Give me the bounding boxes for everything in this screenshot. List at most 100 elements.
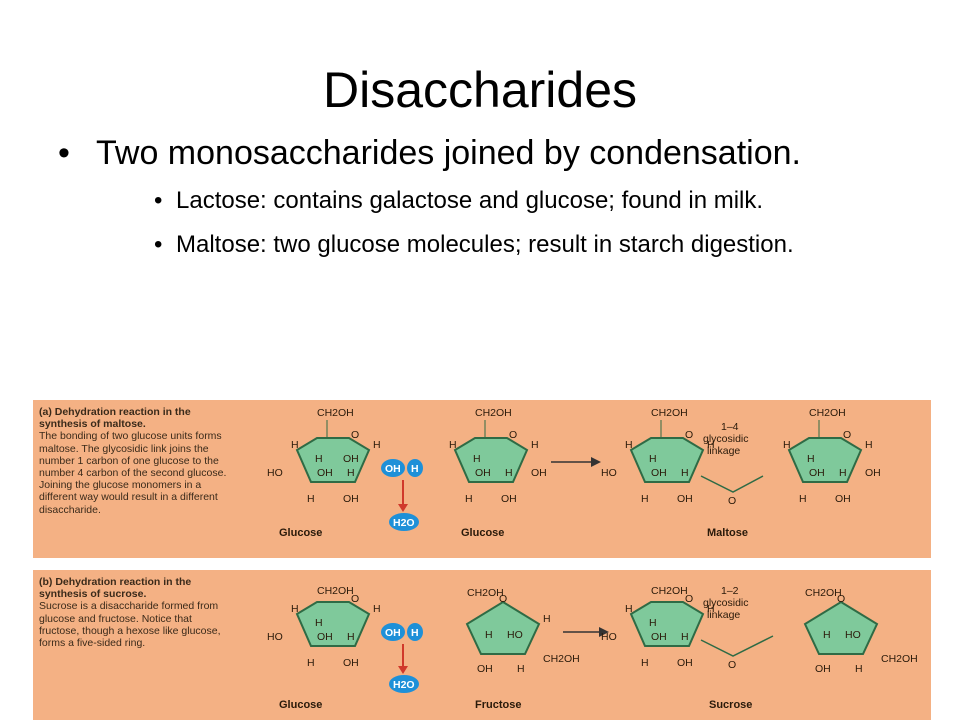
- svg-text:H: H: [707, 603, 715, 615]
- svg-text:O: O: [728, 659, 736, 671]
- svg-text:H: H: [823, 629, 831, 641]
- svg-text:H: H: [411, 463, 419, 475]
- svg-text:CH2OH: CH2OH: [651, 585, 688, 597]
- svg-text:H2O: H2O: [393, 679, 415, 691]
- svg-text:H: H: [307, 493, 315, 505]
- sucrose-caption-heading: (b) Dehydration reaction in the synthesi…: [39, 576, 192, 601]
- maltose-caption-heading: (a) Dehydration reaction in the synthesi…: [39, 406, 191, 431]
- svg-text:CH2OH: CH2OH: [809, 407, 846, 419]
- svg-text:H: H: [373, 603, 381, 615]
- svg-text:OH: OH: [385, 627, 401, 639]
- svg-text:OH: OH: [477, 663, 493, 675]
- svg-text:H: H: [543, 613, 551, 625]
- svg-text:OH: OH: [809, 467, 825, 479]
- svg-text:OH: OH: [475, 467, 491, 479]
- svg-text:OH: OH: [343, 657, 359, 669]
- svg-text:O: O: [499, 593, 507, 605]
- svg-text:CH2OH: CH2OH: [881, 653, 918, 665]
- svg-text:H: H: [681, 631, 689, 643]
- maltose-reaction-diagram: CH2OH O H H H OH OH H HO H OH OH H H2O: [267, 407, 881, 539]
- svg-text:HO: HO: [601, 467, 617, 479]
- svg-text:OH: OH: [815, 663, 831, 675]
- svg-text:H: H: [625, 439, 633, 451]
- glucose-ring-2: CH2OH O H H H OH H OH H OH: [449, 407, 547, 505]
- svg-text:OH: OH: [385, 463, 401, 475]
- bullet-list: Two monosaccharides joined by condensati…: [58, 132, 918, 260]
- svg-text:O: O: [728, 495, 736, 507]
- svg-text:H: H: [291, 603, 299, 615]
- svg-text:O: O: [685, 593, 693, 605]
- svg-text:H: H: [449, 439, 457, 451]
- svg-text:OH: OH: [677, 657, 693, 669]
- svg-text:OH: OH: [501, 493, 517, 505]
- sucrose-linkage-label: 1–2 glycosidic linkage: [703, 585, 751, 621]
- water-molecule-2: H2O: [389, 675, 419, 693]
- sucrose-fructose-ring: CH2OH O H HO CH2OH OH H: [803, 587, 918, 675]
- maltose-caption: (a) Dehydration reaction in the synthesi…: [39, 406, 235, 516]
- svg-text:H: H: [373, 439, 381, 451]
- hydrogen-ion-2: H: [407, 623, 423, 641]
- svg-text:H: H: [649, 617, 657, 629]
- label-sucrose: Sucrose: [709, 699, 752, 711]
- label-fructose: Fructose: [475, 699, 521, 711]
- svg-text:OH: OH: [317, 467, 333, 479]
- subbullet-lactose: •Lactose: contains galactose and glucose…: [154, 187, 764, 214]
- svg-text:OH: OH: [343, 493, 359, 505]
- svg-text:OH: OH: [835, 493, 851, 505]
- bullet-main: Two monosaccharides joined by condensati…: [58, 132, 918, 174]
- glucose-ring-1: CH2OH O H H H OH OH H HO H OH: [267, 407, 381, 505]
- svg-text:OH: OH: [865, 467, 881, 479]
- svg-text:O: O: [509, 429, 517, 441]
- bullet-dot: •: [154, 187, 163, 214]
- svg-text:H: H: [681, 467, 689, 479]
- svg-text:CH2OH: CH2OH: [543, 653, 580, 665]
- maltose-ring-1: CH2OH O H H H OH H HO H OH: [601, 407, 715, 505]
- svg-text:OH: OH: [531, 467, 547, 479]
- svg-text:OH: OH: [651, 631, 667, 643]
- label-maltose: Maltose: [707, 527, 748, 539]
- sucrose-glucose-ring: CH2OH O H H H OH H HO H OH: [601, 585, 715, 669]
- svg-text:O: O: [351, 593, 359, 605]
- svg-text:H: H: [291, 439, 299, 451]
- hydrogen-ion: H: [407, 459, 423, 477]
- svg-text:H2O: H2O: [393, 517, 415, 529]
- maltose-diagram-panel: (a) Dehydration reaction in the synthesi…: [33, 400, 931, 558]
- svg-text:H: H: [347, 631, 355, 643]
- svg-text:H: H: [485, 629, 493, 641]
- svg-text:H: H: [839, 467, 847, 479]
- sucrose-diagram-panel: (b) Dehydration reaction in the synthesi…: [33, 570, 931, 720]
- svg-text:O: O: [351, 429, 359, 441]
- svg-text:HO: HO: [601, 631, 617, 643]
- bullet-dot: •: [154, 231, 163, 258]
- svg-text:H: H: [347, 467, 355, 479]
- subbullet-maltose: •Maltose: two glucose molecules; result …: [154, 231, 794, 258]
- svg-text:HO: HO: [267, 631, 283, 643]
- svg-text:H: H: [411, 627, 419, 639]
- svg-text:H: H: [517, 663, 525, 675]
- svg-text:OH: OH: [651, 467, 667, 479]
- svg-text:H: H: [641, 493, 649, 505]
- svg-text:H: H: [465, 493, 473, 505]
- svg-text:O: O: [843, 429, 851, 441]
- svg-text:OH: OH: [317, 631, 333, 643]
- hydroxyl-ion: OH: [381, 459, 405, 477]
- svg-text:HO: HO: [845, 629, 861, 641]
- svg-text:H: H: [641, 657, 649, 669]
- glucose-ring-3: CH2OH O H H H OH H HO H OH: [267, 585, 381, 669]
- sucrose-reaction-diagram: CH2OH O H H H OH H HO H OH OH H H2O CH2O…: [267, 585, 918, 711]
- hydroxyl-ion-2: OH: [381, 623, 405, 641]
- svg-text:O: O: [837, 593, 845, 605]
- maltose-ring-2: CH2OH O H H H OH H OH H OH: [783, 407, 881, 505]
- label-glucose-3: Glucose: [279, 699, 322, 711]
- svg-text:HO: HO: [267, 467, 283, 479]
- svg-text:H: H: [625, 603, 633, 615]
- svg-text:CH2OH: CH2OH: [805, 587, 842, 599]
- svg-text:CH2OH: CH2OH: [317, 407, 354, 419]
- fructose-ring: CH2OH O H H HO CH2OH OH H: [465, 587, 580, 675]
- svg-text:H: H: [473, 453, 481, 465]
- slide-title: Disaccharides: [322, 62, 637, 118]
- maltose-linkage-label: 1–4 glycosidic linkage: [703, 421, 751, 457]
- svg-text:H: H: [855, 663, 863, 675]
- svg-text:OH: OH: [343, 453, 359, 465]
- svg-text:CH2OH: CH2OH: [651, 407, 688, 419]
